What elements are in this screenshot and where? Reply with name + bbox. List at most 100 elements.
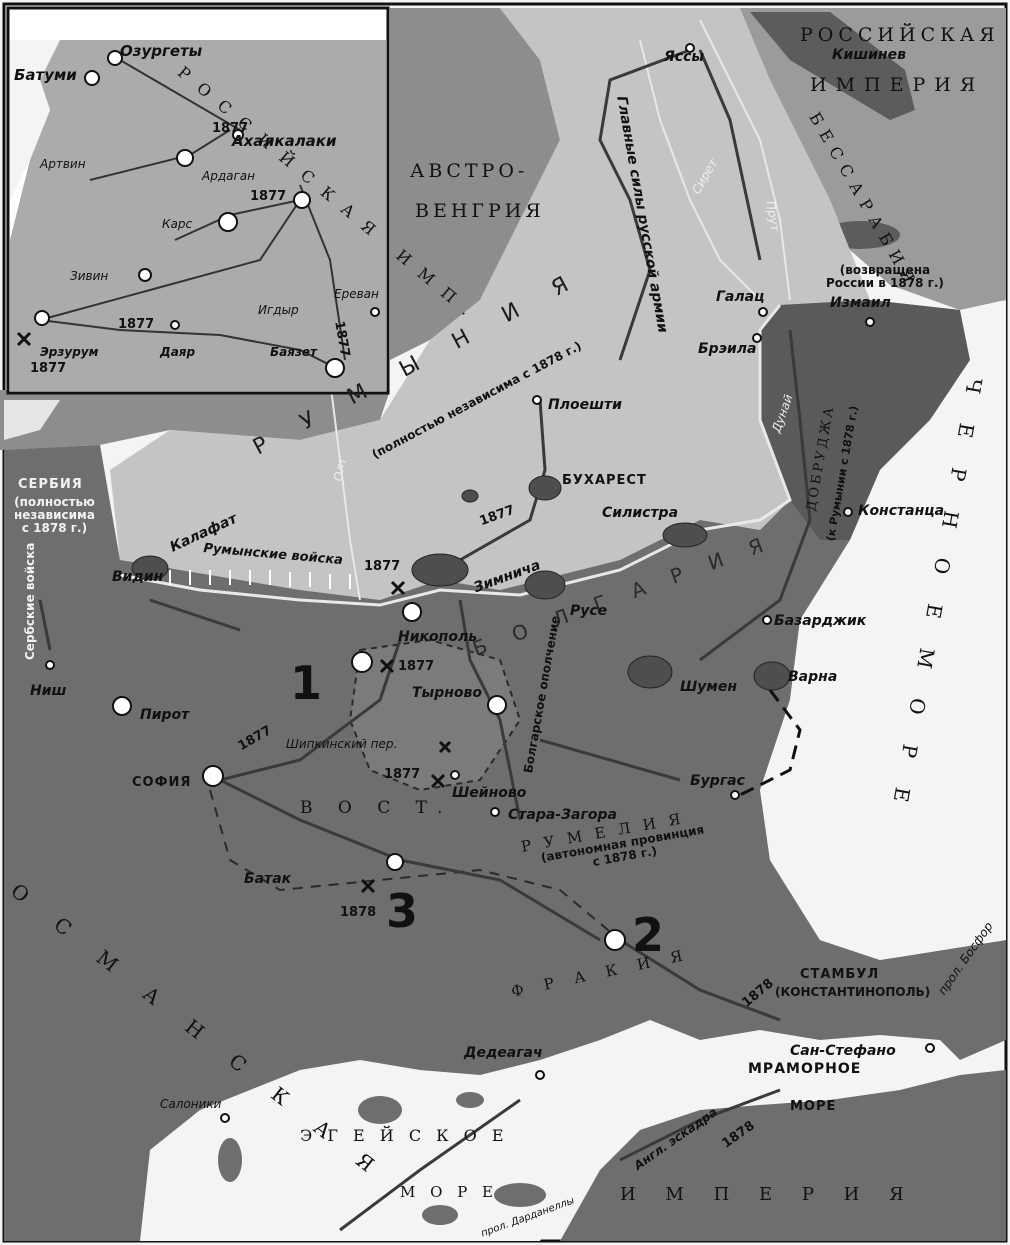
label-tarnovo: Тырново [412,685,482,701]
prut-river [699,19,791,301]
inset-label-dayar: Даяр [160,345,196,359]
army-routes [38,48,812,1232]
label-varna: Варна [788,669,838,685]
island [218,1138,242,1182]
label-vidin: Видин [112,569,164,585]
fortress-plovdiv [386,853,404,871]
inset-label-bayazet: Баязет [270,345,318,359]
russian-empire-area [735,8,1006,310]
zone-ruse [524,570,566,600]
inset-year-3: 1877 [118,317,155,332]
inset-marker-alexandropol [293,191,311,209]
label-burgas: Бургас [690,773,745,789]
zone-bucharest [528,475,562,501]
label-iasi: Яссы [664,49,705,65]
route-serbia [38,599,52,651]
fleet-route [739,689,802,797]
battle-number-2: 2 [632,908,665,962]
label-ruse: Русе [570,603,608,619]
battle-number-3: 3 [386,884,419,938]
battle-cross-pass [438,740,452,754]
battle-cross-shipka [430,773,446,789]
anatolia-area [560,1070,1006,1241]
inset-label-batumi: Батуми [14,66,77,84]
route-aegean [339,1098,521,1232]
zone-silistra [662,522,708,548]
bessarabia-area [750,12,915,120]
label-izmail: Измаил [830,295,891,311]
left-sea [4,400,60,440]
label-russian-empire: РОССИЙСКАЯ [800,24,1000,46]
fortress-markers [112,602,626,951]
dobruja-area [760,300,970,540]
year-pleven: 1877 [398,659,435,674]
zone-vidin [131,555,169,581]
inset-label-kars: Карс [162,217,193,231]
label-shipka: Шипкинский пер. [286,737,398,751]
route-main-forces [598,48,691,361]
label-chisinau: Кишинев [832,47,906,63]
route-to-istanbul [619,938,781,1022]
inset-marker-akhalkalaki [232,129,244,141]
inset-marker-ardagan [176,149,194,167]
label-bucharest: БУХАРЕСТ [562,473,647,488]
inset-marker-batumi [84,70,100,86]
inset-marker-kars [218,212,238,232]
route-to-galati [698,49,762,261]
marker-braila [752,333,762,343]
battle-crosses [360,580,452,894]
inset-battle-cross [16,331,32,347]
inset-label-igdyr: Игдыр [258,303,299,317]
battle-cross-zimnicea [390,580,406,596]
label-ploiesti: Плоешти [548,397,622,413]
fortress-sofia [202,765,224,787]
marker-stara-zagora [490,807,500,817]
route-dobruja [699,329,812,662]
marker-saloniki [220,1113,230,1123]
zone-shumen [627,655,673,689]
label-marmara: МРАМОРНОЕ [748,1061,862,1077]
label-san-stefano: Сан-Стефано [790,1043,896,1059]
label-dedeagach: Дедеагач [464,1045,543,1061]
fortress-pirot [112,696,132,716]
inset-marker-bayazet [325,358,345,378]
label-serbia-note: (полностью независима с 1878 г.) [14,495,95,536]
label-sofia: СОФИЯ [132,775,192,790]
marmara-sea [740,1053,960,1097]
inset-year-4: 1877 [30,361,67,376]
label-serbian-troops: Сербские войска [23,542,37,661]
island [358,1096,402,1124]
label-silistra: Силистра [602,505,679,521]
label-empire: И М П Е Р И Я [620,1184,916,1205]
label-stara-zagora: Стара-Загора [508,807,617,823]
inset-label-ardagan: Ардаган [202,169,255,183]
year-batak: 1878 [340,905,377,920]
inset-marker-erzurum [34,310,50,326]
label-istanbul: СТАМБУЛ [800,967,880,982]
label-galati: Галац [716,289,765,305]
year-shipka: 1877 [384,767,421,782]
danube-river [119,304,792,607]
label-nikopol: Никополь [398,629,478,645]
island [422,1205,458,1225]
label-austria: АВСТРО- [410,160,529,182]
label-russian-empire-2: ИМПЕРИЯ [810,74,985,96]
label-bazardzhik: Базарджик [774,613,867,629]
ottoman-land-area [0,300,1006,1241]
marker-dedeagach [535,1070,545,1080]
battle-cross-pleven [379,658,395,674]
label-east: В О С Т. [300,798,453,818]
zone-ploiesti [461,489,479,503]
marker-san-stefano [925,1043,935,1053]
inset-routes [39,59,346,371]
battle-number-1: 1 [290,656,323,710]
marker-iasi [685,43,695,53]
city-markers [45,43,935,1123]
austria-hungary-area [390,8,560,360]
zone-varna [753,661,791,691]
label-shumen: Шумен [680,679,738,695]
inset-markers [34,50,380,378]
inset-marker-dayar [170,320,180,330]
route-zimnicea-tarnovo [458,599,522,821]
